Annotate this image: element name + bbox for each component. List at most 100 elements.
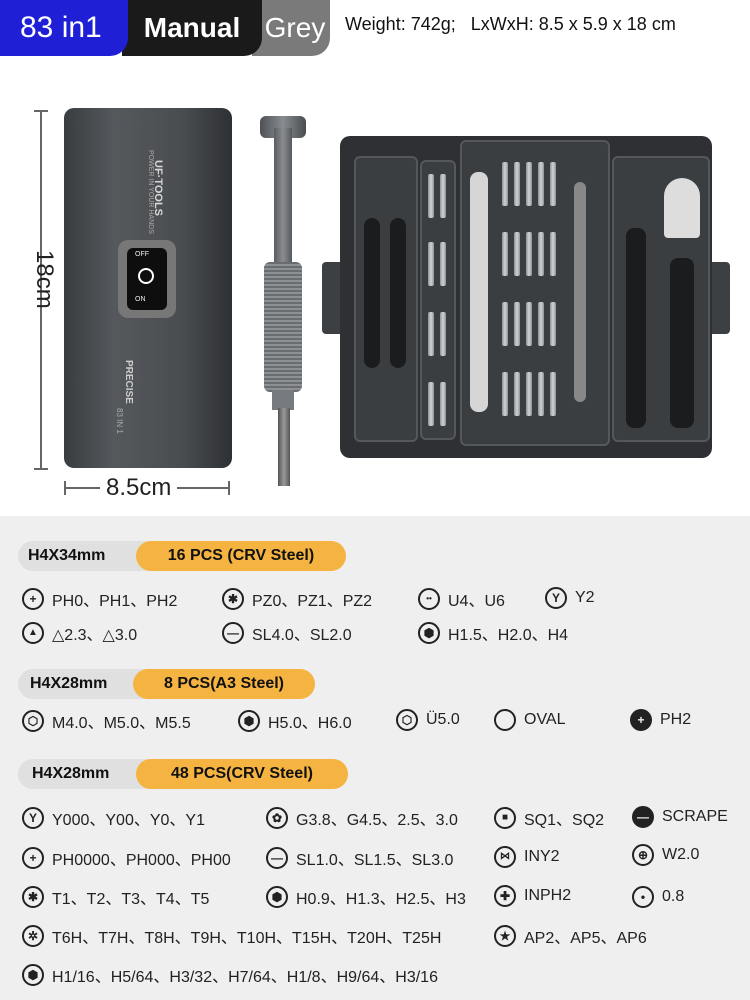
bit-item: ✿G3.8、G4.5、2.5、3.0	[266, 806, 458, 830]
bit	[550, 162, 556, 206]
product-specs: Weight: 742g; LxWxH: 8.5 x 5.9 x 18 cm	[345, 14, 676, 34]
height-dimension-tick-bottom	[34, 468, 48, 470]
spudger	[664, 178, 700, 238]
bit-item: ••U4、U6	[418, 587, 505, 611]
y-bit-icon: Y	[22, 807, 44, 829]
display-on-label: ON	[135, 296, 146, 303]
small-screwdriver	[626, 228, 646, 428]
bit-item: ✱ PZ0、PZ1、PZ2	[222, 587, 372, 611]
bit-item-label: OVAL	[524, 711, 566, 728]
bit-item: ✲T6H、T7H、T8H、T9H、T10H、T15H、T20H、T25H	[22, 924, 441, 948]
bit	[550, 372, 556, 416]
bit	[526, 372, 532, 416]
oval-icon	[494, 709, 516, 731]
bit-item: ⬢H1.5、H2.0、H4	[418, 621, 568, 645]
bit-item: —SL4.0、SL2.0	[222, 621, 352, 645]
bit-item-label: Y000、Y00、Y0、Y1	[52, 812, 205, 829]
bit-item-label: H5.0、H6.0	[268, 715, 352, 732]
group-pcs-badge: 8 PCS(A3 Steel)	[133, 669, 315, 699]
bit	[550, 302, 556, 346]
bit	[514, 232, 520, 276]
bit-item: ⬢ H0.9、H1.3、H2.5、H3	[266, 885, 466, 909]
bit-item-label: SCRAPE	[662, 808, 728, 825]
bit	[440, 382, 446, 426]
knife	[470, 172, 488, 412]
width-dimension-tick-right	[228, 481, 230, 495]
bit-item-label: Ü5.0	[426, 711, 460, 728]
tray-tweezers	[612, 156, 710, 442]
bit	[428, 174, 434, 218]
tray-pry-tools	[354, 156, 418, 442]
bit-item: — SCRAPE	[632, 806, 728, 828]
bit-item: ★AP2、AP5、AP6	[494, 924, 647, 948]
bit-item-label: H1.5、H2.0、H4	[448, 627, 569, 644]
bit	[538, 232, 544, 276]
bit-item-label: PH0、PH1、PH2	[52, 593, 178, 610]
bit-item: ✚INPH2	[494, 885, 571, 907]
bit-item-label: H0.9、H1.3、H2.5、H3	[296, 891, 466, 908]
bit	[514, 372, 520, 416]
screwdriver-shaft	[274, 128, 292, 278]
star-icon: ★	[494, 925, 516, 947]
height-dimension-tick-top	[34, 110, 48, 112]
screwdriver-cap	[260, 116, 306, 138]
bit-item: + PH2	[630, 709, 691, 731]
bit	[502, 372, 508, 416]
aperture-icon	[138, 268, 154, 284]
bit	[526, 162, 532, 206]
scrape-icon: —	[632, 806, 654, 828]
group-pcs-badge: 16 PCS (CRV Steel)	[136, 541, 346, 571]
bit-item: •0.8	[632, 886, 684, 908]
bit-item-label: T1、T2、T3、T4、T5	[52, 891, 210, 908]
bit-item-label: T6H、T7H、T8H、T9H、T10H、T15H、T20H、T25H	[52, 930, 442, 947]
bit-item-label: G3.8、G4.5、2.5、3.0	[296, 812, 458, 829]
bit	[428, 312, 434, 356]
hex-nut-icon: ⬡	[22, 710, 44, 732]
tray-bits-left	[420, 160, 456, 440]
count-tab[interactable]: 83 in1	[0, 0, 128, 56]
bit	[526, 302, 532, 346]
case-model: 83 IN 1	[115, 408, 124, 434]
torx-icon: ✱	[22, 886, 44, 908]
bit-item-label: M4.0、M5.0、M5.5	[52, 715, 191, 732]
count-tab-label: 83 in1	[20, 11, 102, 44]
screwdriver-collet	[272, 390, 294, 410]
pry-tool	[364, 218, 380, 368]
bit	[502, 302, 508, 346]
manual-tab[interactable]: Manual	[122, 0, 262, 56]
bit-item: +PH0、PH1、PH2	[22, 587, 177, 611]
color-tab[interactable]: Grey	[252, 0, 330, 56]
color-tab-label: Grey	[264, 12, 326, 43]
bit-item-label: PH2	[660, 711, 692, 728]
bit-item: OVAL	[494, 709, 566, 731]
display-off-label: OFF	[135, 251, 149, 258]
bit-item-label: PZ0、PZ1、PZ2	[252, 593, 373, 610]
bit	[550, 232, 556, 276]
pozidriv-icon: ✱	[222, 588, 244, 610]
bit	[440, 174, 446, 218]
bit	[538, 372, 544, 416]
bit-item: Y Y000、Y00、Y0、Y1	[22, 806, 205, 830]
bit-item-label: SL4.0、SL2.0	[252, 627, 352, 644]
bit-item: ⊕W2.0	[632, 844, 699, 866]
open-toolbox	[340, 136, 712, 458]
case-series: PRECISE	[123, 360, 134, 404]
bit-item-label: Y2	[575, 589, 595, 606]
width-dimension-label: 8.5cm	[100, 474, 178, 502]
bit	[538, 162, 544, 206]
hex-icon: ⬢	[266, 886, 288, 908]
bit-item-label: SQ1、SQ2	[524, 812, 605, 829]
bit	[440, 242, 446, 286]
bit-item-label: H1/16、H5/64、H3/32、H7/64、H1/8、H9/64、H3/16	[52, 969, 438, 986]
toolbox-handle-left	[322, 262, 344, 334]
width-dimension-tick-left	[64, 481, 66, 495]
phillips-filled-icon: +	[630, 709, 652, 731]
height-dimension-line	[40, 110, 42, 470]
group-pcs-badge: 48 PCS(CRV Steel)	[136, 759, 348, 789]
case-brand: UF·TOOLS	[152, 160, 164, 217]
slotted-icon: —	[266, 847, 288, 869]
bit	[514, 162, 520, 206]
bit	[502, 162, 508, 206]
hex-nut-icon: ⬡	[396, 709, 418, 731]
